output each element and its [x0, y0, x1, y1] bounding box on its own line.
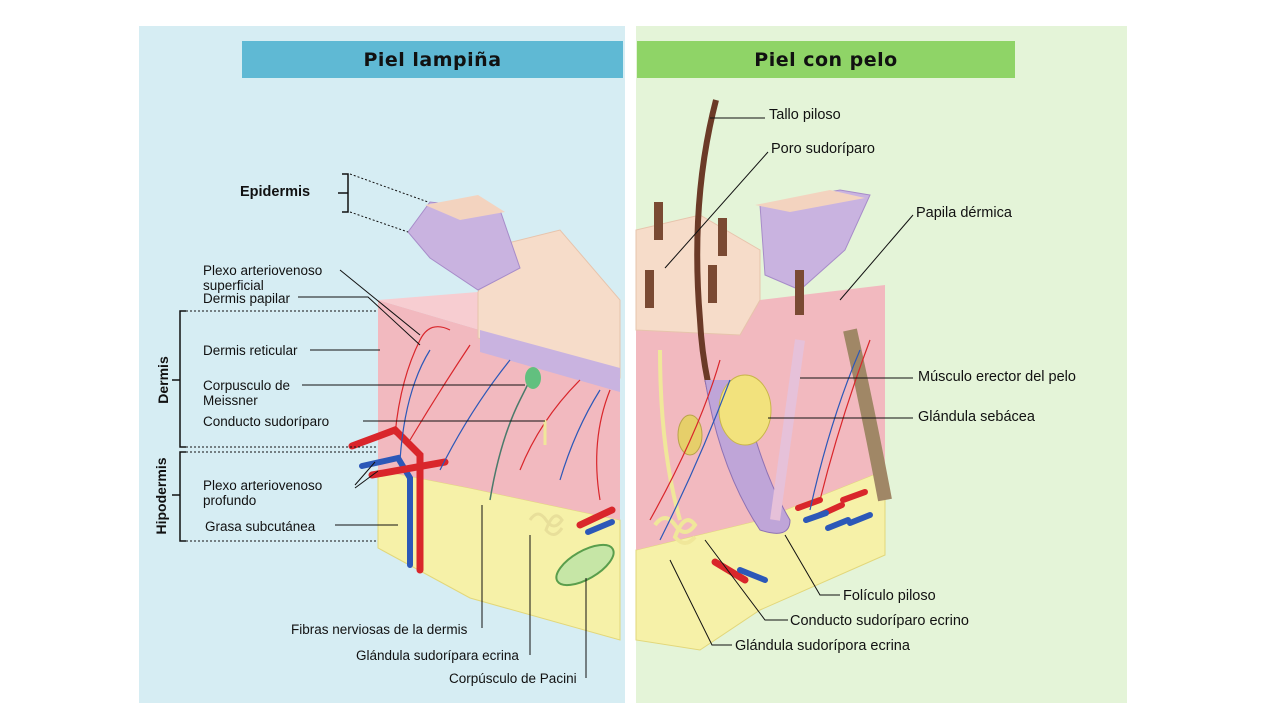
label-foliculo-piloso: Folículo piloso	[843, 588, 936, 604]
left-epidermis-purple	[480, 330, 620, 392]
epidermis-bracket	[338, 173, 349, 213]
right-leader-lines	[664, 117, 914, 646]
left-vein-3	[585, 519, 615, 535]
left-venous-network	[399, 349, 601, 481]
meissner-corpuscle	[525, 367, 541, 389]
sebaceous-gland	[718, 374, 772, 446]
arrector-pili	[770, 339, 805, 521]
label-pacini: Corpúsculo de Pacini	[449, 671, 577, 686]
right-sweat-gland	[653, 516, 698, 545]
label-conducto-sudoriparo: Conducto sudoríparo	[203, 414, 330, 429]
right-plexus	[795, 489, 873, 531]
label-glandula-sebacea: Glándula sebácea	[918, 409, 1035, 425]
dermis-bracket	[172, 310, 186, 448]
label-epidermis: Epidermis	[240, 184, 311, 200]
label-papila-dermica: Papila dérmica	[916, 205, 1012, 221]
label-dermis-reticular: Dermis reticular	[203, 343, 298, 358]
right-epidermis-flap	[759, 189, 871, 291]
left-leader-lines	[298, 269, 587, 678]
label-musculo-erector: Músculo erector del pelo	[918, 369, 1076, 385]
right-capillaries	[649, 339, 871, 541]
label-grasa-subcutanea: Grasa subcutánea	[205, 519, 316, 534]
label-plexo-superficial: Plexo arteriovenoso superficial	[203, 263, 323, 293]
left-capillary-network	[394, 326, 611, 501]
right-artery	[711, 558, 749, 584]
label-glandula-sudoripora: Glándula sudorípora ecrina	[735, 638, 910, 654]
left-artery-1	[348, 425, 424, 574]
layer-dashes	[186, 310, 378, 542]
panel-divider	[625, 26, 636, 703]
label-conducto-ecrino: Conducto sudoríparo ecrino	[790, 613, 969, 629]
sebaceous-gland-small	[677, 414, 703, 456]
pacinian-corpuscle	[555, 543, 615, 587]
label-dermis: Dermis	[155, 356, 171, 404]
left-sweat-gland	[528, 512, 564, 536]
label-hipodermis: Hipodermis	[153, 457, 169, 535]
hypodermis-bracket	[172, 451, 186, 542]
label-dermis-papilar: Dermis papilar	[203, 291, 291, 306]
hair-stubs	[645, 202, 804, 315]
label-glandula-ecrina: Glándula sudorípara ecrina	[356, 648, 519, 663]
epidermis-dashes	[349, 173, 429, 233]
label-poro-sudoriparo: Poro sudoríparo	[771, 141, 875, 157]
label-tallo-piloso: Tallo piloso	[769, 107, 841, 123]
left-artery-3	[576, 506, 616, 529]
left-artery-2	[368, 458, 449, 479]
epidermis-flap	[407, 201, 521, 291]
epidermis-flap-top	[425, 195, 505, 220]
header-hairy-skin: Piel con pelo	[637, 41, 1015, 78]
right-vein	[737, 567, 768, 583]
right-sweat-duct	[658, 349, 682, 521]
label-plexo-profundo: Plexo arteriovenoso profundo	[203, 478, 323, 508]
header-hairless-skin: Piel lampiña	[242, 41, 623, 78]
label-meissner: Corpusculo de Meissner	[203, 378, 291, 408]
label-fibras-nerviosas: Fibras nerviosas de la dermis	[291, 622, 468, 637]
right-epidermis-flap-top	[755, 190, 865, 212]
